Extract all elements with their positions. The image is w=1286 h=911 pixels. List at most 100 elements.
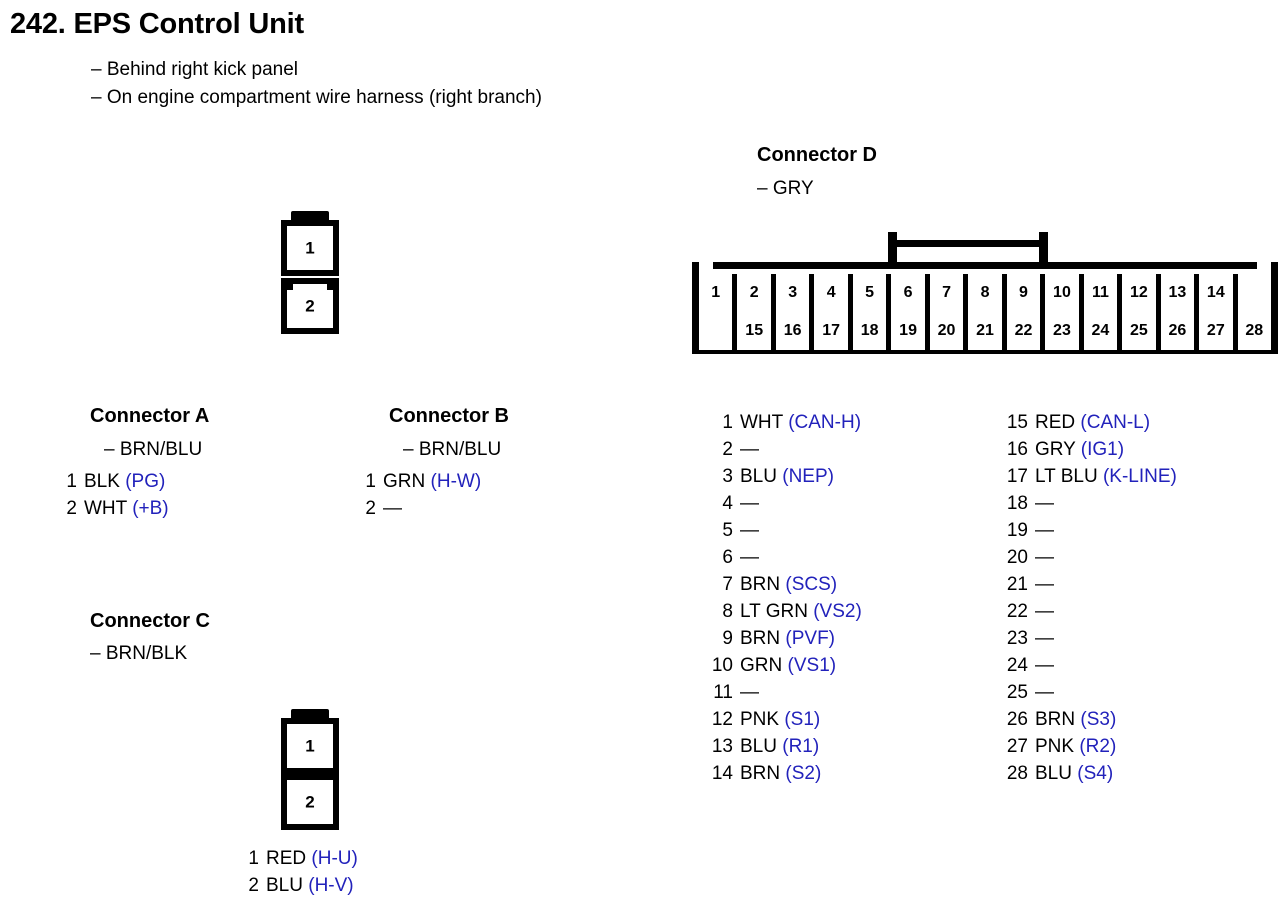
pin-signal-name: (PG) (125, 471, 166, 492)
location-note: – Behind right kick panel (91, 59, 299, 80)
pin-wire-color: LT BLU (1035, 466, 1098, 487)
pin-wire-color: BLU (740, 466, 777, 487)
connector-cell: 2 (281, 278, 339, 334)
pin-wire-color: RED (1035, 412, 1076, 433)
pin-number: 19 (1006, 520, 1028, 541)
connector-d-pin-cell: 26 (1160, 312, 1200, 350)
pin-signal-name: (CAN-L) (1080, 412, 1151, 433)
pin-empty-dash: — (1035, 520, 1054, 541)
pin-wire-color: PNK (740, 709, 780, 730)
connector-d-pin-cell: 2 (737, 274, 776, 312)
pin-row: 18— (1006, 490, 1177, 517)
connector-d-pin-cell: 25 (1122, 312, 1161, 350)
connector-a-heading: Connector A (90, 405, 210, 427)
pin-empty-dash: — (740, 493, 759, 514)
connector-d-pin-cell: 27 (1199, 312, 1238, 350)
pin-number: 22 (1006, 601, 1028, 622)
pin-wire-color: PNK (1035, 736, 1075, 757)
pin-wire-color: WHT (740, 412, 783, 433)
pin-signal-name: (H-V) (308, 875, 354, 896)
connector-d-pin-cell: 21 (968, 312, 1007, 350)
pin-wire-color: GRN (383, 471, 426, 492)
pin-wire-color: GRN (740, 655, 783, 676)
connector-d-heading: Connector D (757, 144, 877, 166)
pin-number: 1 (248, 848, 259, 869)
connector-c-diagram: 1 2 (281, 709, 339, 830)
connector-latch-tab (291, 211, 329, 220)
pin-wire-color: BLU (266, 875, 303, 896)
pin-empty-dash: — (740, 547, 759, 568)
pin-row: 6— (711, 544, 862, 571)
pin-row: 2— (365, 495, 481, 522)
pin-number: 3 (722, 466, 733, 487)
connector-d-pin-cell: 15 (737, 312, 776, 350)
pin-number: 1 (365, 471, 376, 492)
pin-number: 25 (1006, 682, 1028, 703)
shell-edge-left (692, 262, 699, 354)
pin-number: 13 (711, 736, 733, 757)
pin-signal-name: (+B) (132, 498, 169, 519)
pin-number: 8 (722, 601, 733, 622)
connector-cell: 2 (281, 774, 339, 830)
connector-d-pin-cell: 4 (814, 274, 853, 312)
latch-post-right (1039, 232, 1048, 262)
pin-number: 7 (722, 574, 733, 595)
pin-number: 2 (722, 439, 733, 460)
pin-wire-color: BRN (740, 574, 781, 595)
pin-wire-color: BRN (740, 763, 781, 784)
pin-signal-name: (K-LINE) (1102, 466, 1177, 487)
pin-wire-color: RED (266, 848, 307, 869)
pin-wire-color: BRN (1035, 709, 1076, 730)
connector-d-pin-cell: 10 (1045, 274, 1084, 312)
pin-empty-dash: — (740, 520, 759, 541)
pin-row: 4— (711, 490, 862, 517)
connector-d-pin-cell: 8 (968, 274, 1007, 312)
connector-shoulder-notch (286, 283, 293, 290)
pin-empty-dash: — (740, 439, 759, 460)
connector-d-pin-cell: 16 (775, 312, 815, 350)
pin-number: 24 (1006, 655, 1028, 676)
pin-number: 2 (365, 498, 376, 519)
pin-signal-name: (VS2) (813, 601, 862, 622)
pin-wire-color: WHT (84, 498, 127, 519)
shell-notch-left (699, 262, 713, 276)
pin-number: 21 (1006, 574, 1028, 595)
pin-empty-dash: — (1035, 655, 1054, 676)
shell-edge-bottom (692, 347, 1278, 354)
pin-row: 21— (1006, 571, 1177, 598)
pin-signal-name: (R1) (782, 736, 820, 757)
pin-number: 23 (1006, 628, 1028, 649)
pin-number: 12 (711, 709, 733, 730)
connector-d-pin-cell: 12 (1122, 274, 1161, 312)
pin-empty-dash: — (1035, 628, 1054, 649)
connector-c-color: – BRN/BLK (90, 643, 188, 664)
pin-row: 24 — (1006, 652, 1177, 679)
connector-shoulder-notch (327, 283, 334, 290)
pin-signal-name: (R2) (1079, 736, 1117, 757)
connector-d-pin-cell: 24 (1083, 312, 1123, 350)
shell-edge-right (1271, 262, 1278, 354)
connector-d-pin-cell: 19 (891, 312, 930, 350)
latch-bar (897, 240, 1039, 247)
pin-signal-name: (VS1) (787, 655, 837, 676)
pin-number: 26 (1006, 709, 1028, 730)
pin-signal-name: (H-W) (430, 471, 482, 492)
pin-empty-dash: — (1035, 493, 1054, 514)
pin-wire-color: LT GRN (740, 601, 808, 622)
